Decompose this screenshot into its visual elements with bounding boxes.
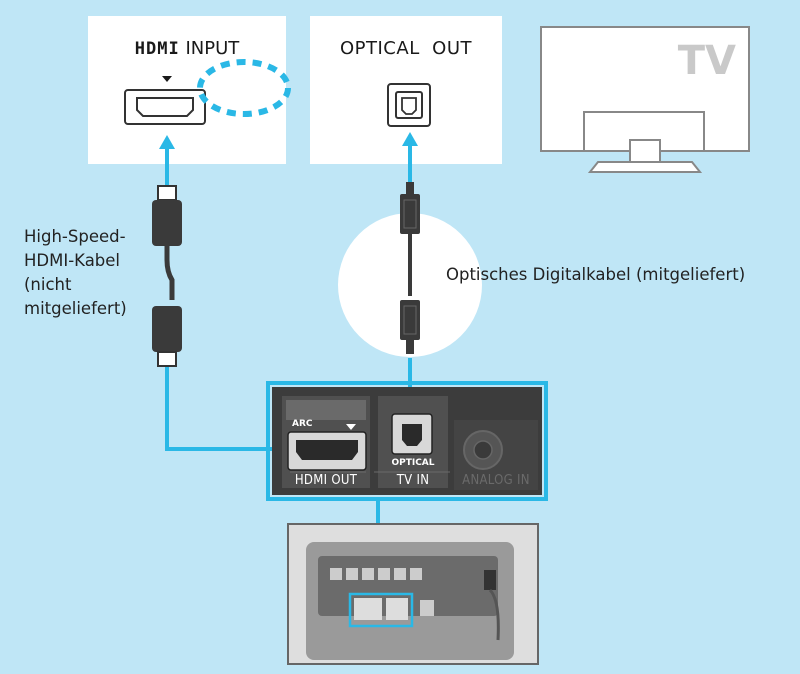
analog-in-label: ANALOG IN <box>462 473 530 488</box>
hdmi-logo: HDMI <box>134 39 180 59</box>
hdmi-cable-label-line-4: mitgeliefert) <box>24 299 127 318</box>
hdmi-out-label: HDMI OUT <box>294 473 358 488</box>
hdmi-cable-label-line-1: High-Speed- <box>24 227 126 246</box>
optical-port-icon <box>387 83 431 127</box>
soundbar-port-panel <box>266 381 548 501</box>
hdmi-cable-label-line-3: (nicht <box>24 275 72 294</box>
tv-in-label: TV IN <box>396 473 430 488</box>
soundbar-unit <box>287 523 539 665</box>
hdmi-input-suffix: INPUT <box>185 38 240 59</box>
hdmi-cable-label: High-Speed- HDMI-Kabel (nicht mitgeliefe… <box>24 225 127 321</box>
optical-out-title: OPTICAL OUT <box>339 38 473 59</box>
arc-highlight-ring <box>197 59 291 117</box>
optical-connector-icon <box>400 182 420 354</box>
hdmi-connector-icon <box>152 185 182 367</box>
hdmi-input-title: HDMI INPUT <box>88 38 286 59</box>
tv-icon <box>583 111 705 173</box>
optical-port-label: OPTICAL <box>391 458 435 468</box>
optical-cable-label: Optisches Digitalkabel (mitgeliefert) <box>446 265 746 284</box>
hdmi-cable-label-line-2: HDMI-Kabel <box>24 251 121 270</box>
hdmi-port-icon <box>124 76 206 125</box>
tv-label: TV <box>677 38 736 84</box>
arc-label: ARC <box>292 419 313 429</box>
